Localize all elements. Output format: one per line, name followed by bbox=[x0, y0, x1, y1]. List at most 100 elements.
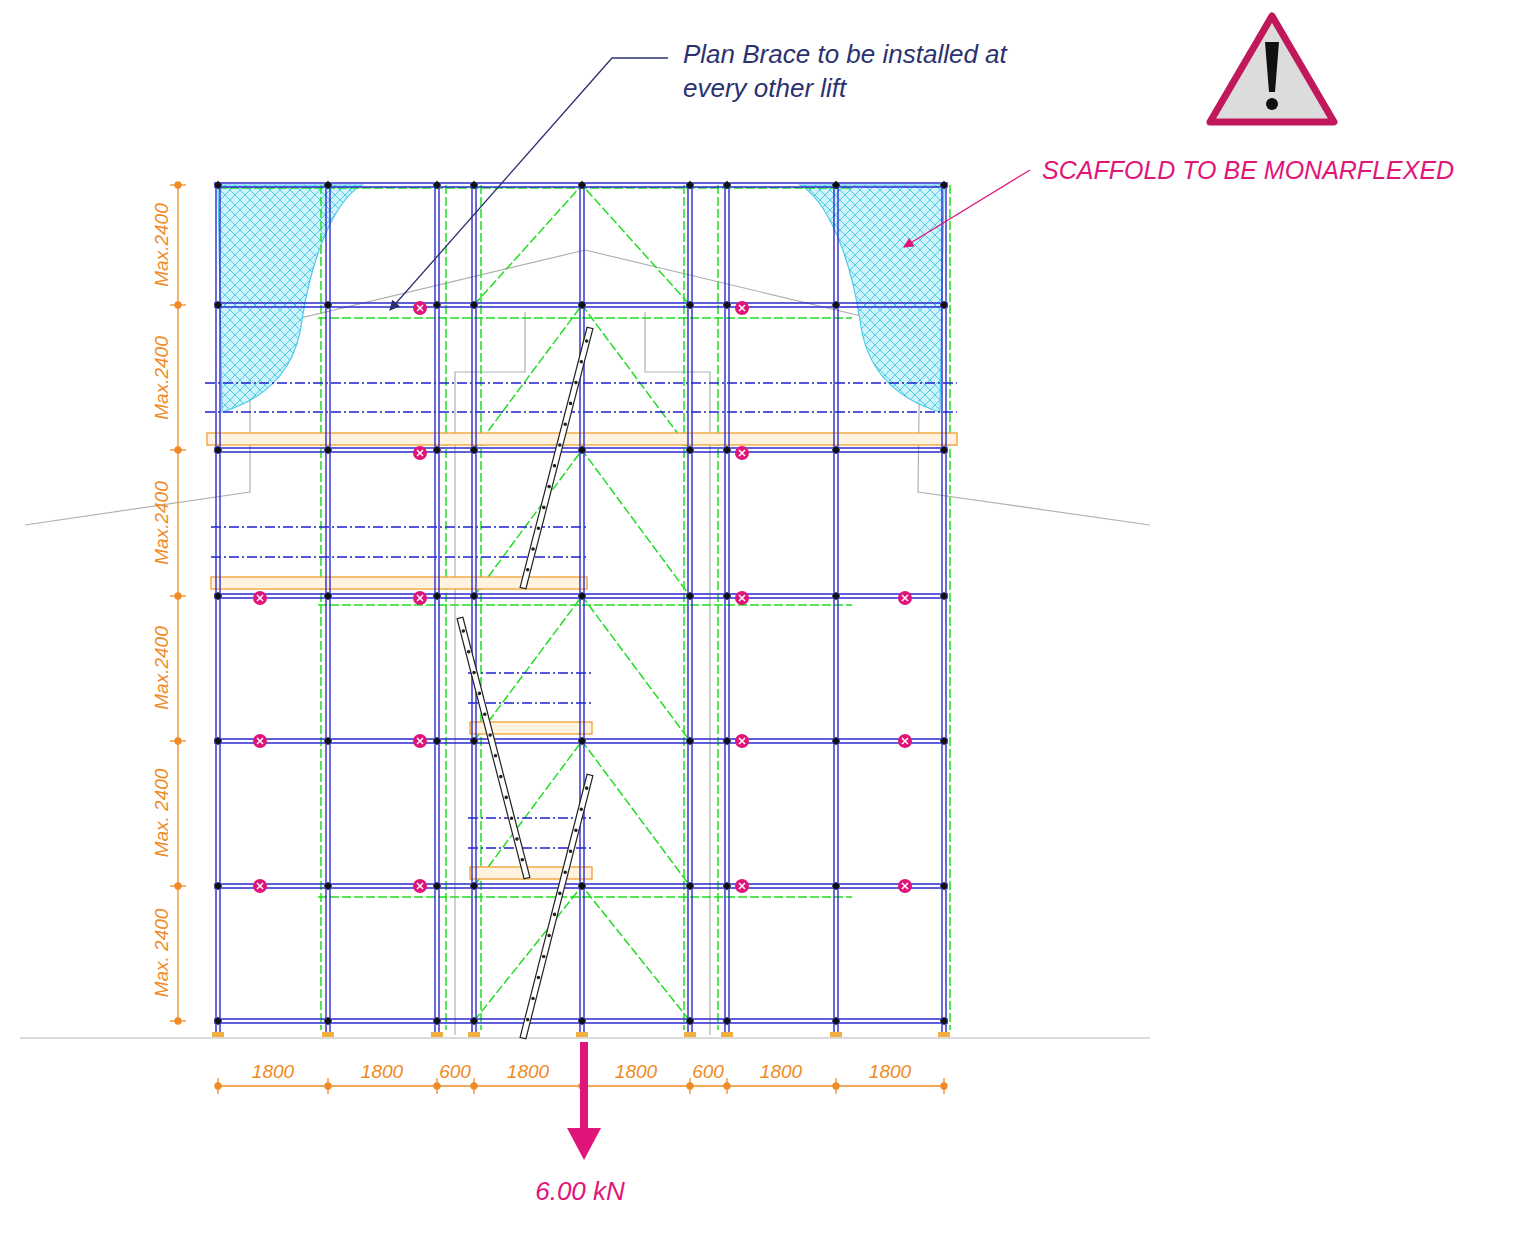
tie-circle bbox=[253, 734, 267, 748]
inner-standard bbox=[717, 185, 719, 1030]
standard bbox=[691, 183, 692, 1032]
coupler bbox=[940, 181, 948, 189]
tie-marker bbox=[413, 879, 427, 893]
leader-line bbox=[390, 58, 668, 310]
coupler bbox=[832, 737, 840, 745]
coupler bbox=[214, 181, 222, 189]
coupler bbox=[723, 446, 731, 454]
tie-cross bbox=[739, 883, 745, 889]
tie-cross bbox=[417, 738, 423, 744]
deck-board bbox=[470, 867, 592, 879]
height-dimension: Max.2400 bbox=[150, 336, 175, 419]
coupler bbox=[324, 301, 332, 309]
coupler bbox=[470, 1017, 478, 1025]
inner-standard bbox=[445, 185, 447, 1030]
ladder-rung bbox=[489, 734, 491, 736]
coupler bbox=[578, 882, 586, 890]
coupler bbox=[433, 592, 441, 600]
coupler bbox=[470, 737, 478, 745]
ladder bbox=[457, 617, 530, 878]
bay-dimension: 1800 bbox=[507, 1060, 549, 1085]
dimension-line bbox=[177, 185, 178, 1021]
building-line bbox=[250, 250, 920, 330]
bay-dimension: 1800 bbox=[760, 1060, 802, 1085]
height-dimension: Max. 2400 bbox=[150, 769, 175, 858]
tie-circle bbox=[413, 879, 427, 893]
ladder-rung bbox=[548, 485, 550, 487]
coupler bbox=[470, 446, 478, 454]
coupler bbox=[686, 301, 694, 309]
coupler bbox=[214, 301, 222, 309]
standard bbox=[687, 183, 688, 1032]
bay-dimension: 1800 bbox=[361, 1060, 403, 1085]
tie-marker bbox=[253, 591, 267, 605]
tie-cross bbox=[417, 450, 423, 456]
coupler bbox=[686, 592, 694, 600]
coupler bbox=[578, 181, 586, 189]
warning-dot bbox=[1266, 98, 1278, 110]
coupler bbox=[832, 882, 840, 890]
coupler bbox=[832, 181, 840, 189]
standard bbox=[438, 183, 439, 1032]
coupler bbox=[940, 301, 948, 309]
ladder-rung bbox=[585, 787, 587, 789]
ladders bbox=[457, 327, 593, 1038]
warning-sign bbox=[1210, 16, 1334, 122]
guardrail bbox=[468, 702, 592, 703]
bay-dimension: 600 bbox=[439, 1060, 471, 1085]
coupler bbox=[723, 882, 731, 890]
plan-brace bbox=[318, 604, 852, 606]
load-arrow-shaft bbox=[580, 1042, 588, 1130]
coupler bbox=[324, 446, 332, 454]
couplers bbox=[212, 181, 950, 1037]
coupler bbox=[940, 737, 948, 745]
coupler bbox=[470, 592, 478, 600]
ladder-rung bbox=[559, 892, 561, 894]
coupler bbox=[686, 446, 694, 454]
coupler bbox=[214, 882, 222, 890]
standard bbox=[579, 183, 580, 1032]
coupler bbox=[723, 181, 731, 189]
height-dimension: Max. 2400 bbox=[150, 909, 175, 998]
tie-circle bbox=[898, 591, 912, 605]
coupler bbox=[433, 882, 441, 890]
ladder-rung bbox=[468, 651, 470, 653]
guardrail bbox=[468, 672, 592, 673]
ladder-rung bbox=[537, 527, 539, 529]
dimension-dot bbox=[941, 1083, 947, 1089]
ladder-stile bbox=[457, 617, 530, 878]
coupler bbox=[578, 446, 586, 454]
tie-cross bbox=[257, 595, 263, 601]
ladder-rung bbox=[532, 997, 534, 999]
tie-marker bbox=[898, 879, 912, 893]
ladder-rung bbox=[473, 671, 475, 673]
standard bbox=[215, 183, 216, 1032]
tie-marker bbox=[735, 446, 749, 460]
standard bbox=[219, 183, 220, 1032]
tie-marker bbox=[253, 879, 267, 893]
base-plate bbox=[576, 1032, 588, 1037]
tie-cross bbox=[739, 305, 745, 311]
standard bbox=[728, 183, 729, 1032]
coupler bbox=[433, 446, 441, 454]
height-dimension: Max.2400 bbox=[150, 203, 175, 286]
dimension-dot bbox=[175, 302, 181, 308]
coupler bbox=[686, 882, 694, 890]
building-line bbox=[645, 312, 710, 1035]
tie-circle bbox=[413, 446, 427, 460]
load-arrow-head bbox=[567, 1128, 601, 1160]
bay-dimension: 1800 bbox=[869, 1060, 911, 1085]
dimension-dot bbox=[175, 883, 181, 889]
dimension-dot bbox=[175, 738, 181, 744]
tie-cross bbox=[902, 595, 908, 601]
standard bbox=[945, 183, 946, 1032]
face-brace bbox=[474, 305, 690, 450]
base-plate bbox=[322, 1032, 334, 1037]
ladder-rung bbox=[516, 838, 518, 840]
dimension-dot bbox=[175, 447, 181, 453]
base-plate bbox=[468, 1032, 480, 1037]
guardrail bbox=[205, 411, 957, 412]
inner-standard bbox=[949, 185, 951, 1030]
